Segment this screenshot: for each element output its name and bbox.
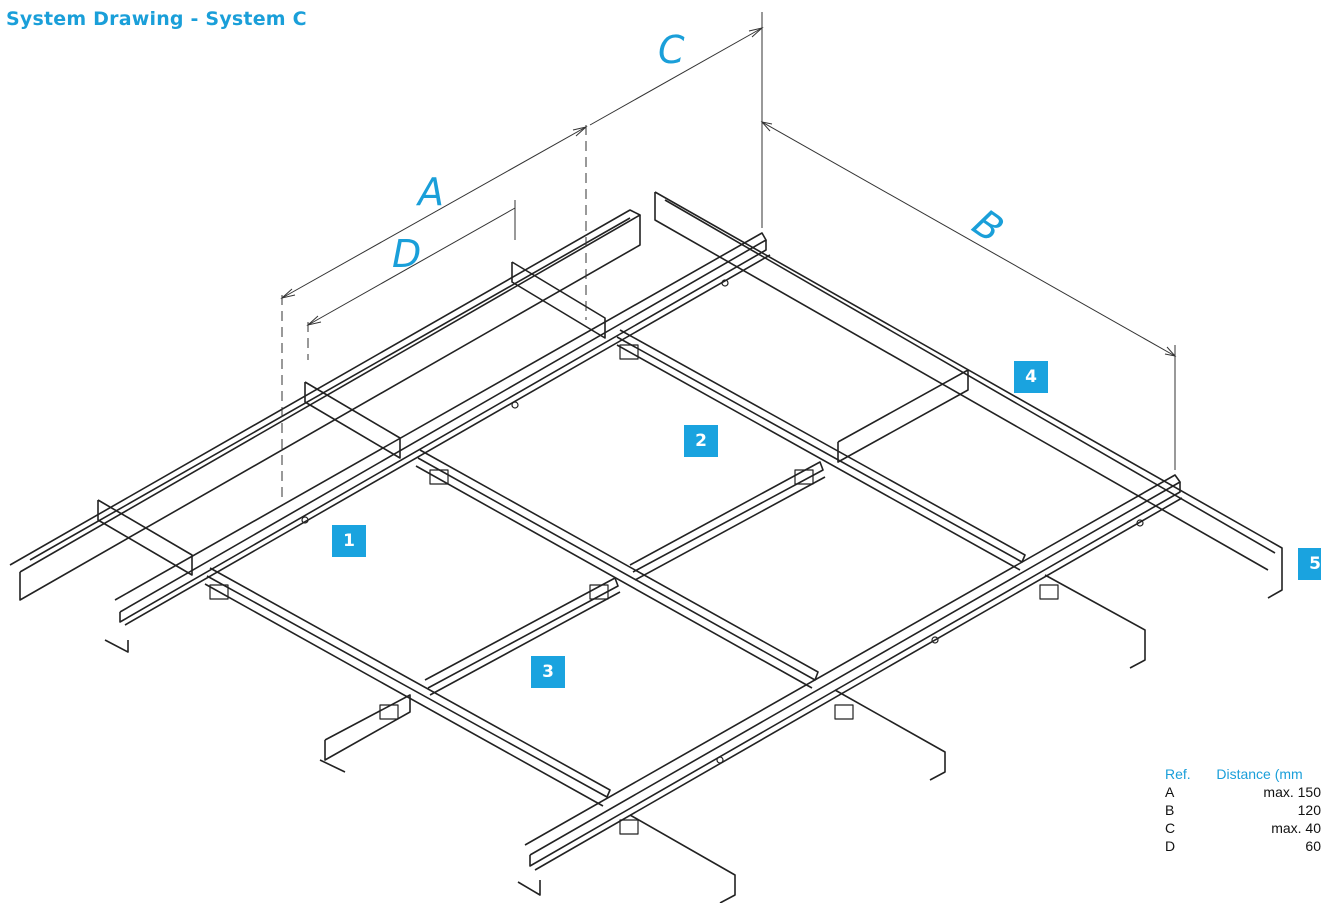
callout-4: 4: [1014, 361, 1048, 393]
row-distance: max. 40: [1271, 820, 1321, 836]
callout-5: 5: [1298, 548, 1321, 580]
callout-1: 1: [332, 525, 366, 557]
short-cross-tee: [424, 577, 621, 696]
row-distance: 60: [1305, 838, 1321, 854]
dimension-label-c: C: [658, 28, 685, 72]
header-ref: Ref.: [1165, 766, 1191, 782]
cross-tee: [415, 449, 819, 689]
channel-profile: [654, 191, 1283, 599]
row-ref: B: [1165, 802, 1175, 818]
dimension-label-d: D: [392, 232, 422, 276]
row-ref: A: [1165, 784, 1175, 800]
channel-crossbar: [97, 261, 969, 576]
cross-tee: [204, 567, 611, 807]
dimension-lines: [280, 12, 1177, 500]
cross-tee: [616, 329, 1026, 571]
runner-slots: [209, 279, 1144, 835]
dimension-label-a: A: [418, 170, 444, 214]
callout-2: 2: [684, 425, 718, 457]
table-row: B 120: [1165, 802, 1321, 820]
table-header: Ref. Distance (mm: [1165, 766, 1321, 784]
table-row: C max. 40: [1165, 820, 1321, 838]
row-ref: D: [1165, 838, 1176, 854]
row-distance: max. 150: [1263, 784, 1321, 800]
table-row: D 60: [1165, 838, 1321, 856]
reference-table: Ref. Distance (mm A max. 150 B 120 C max…: [1165, 766, 1321, 856]
main-runner-2: [517, 474, 1183, 896]
row-distance: 120: [1297, 802, 1321, 818]
table-row: A max. 150: [1165, 784, 1321, 802]
callout-3: 3: [531, 656, 565, 688]
header-distance: Distance (mm: [1216, 766, 1303, 782]
page-title: System Drawing - System C: [6, 8, 307, 30]
runner-stub: [319, 574, 1146, 903]
short-cross-tee: [629, 461, 826, 581]
main-runner-1: [104, 232, 771, 653]
row-ref: C: [1165, 820, 1176, 836]
channel-profile: [9, 209, 641, 601]
